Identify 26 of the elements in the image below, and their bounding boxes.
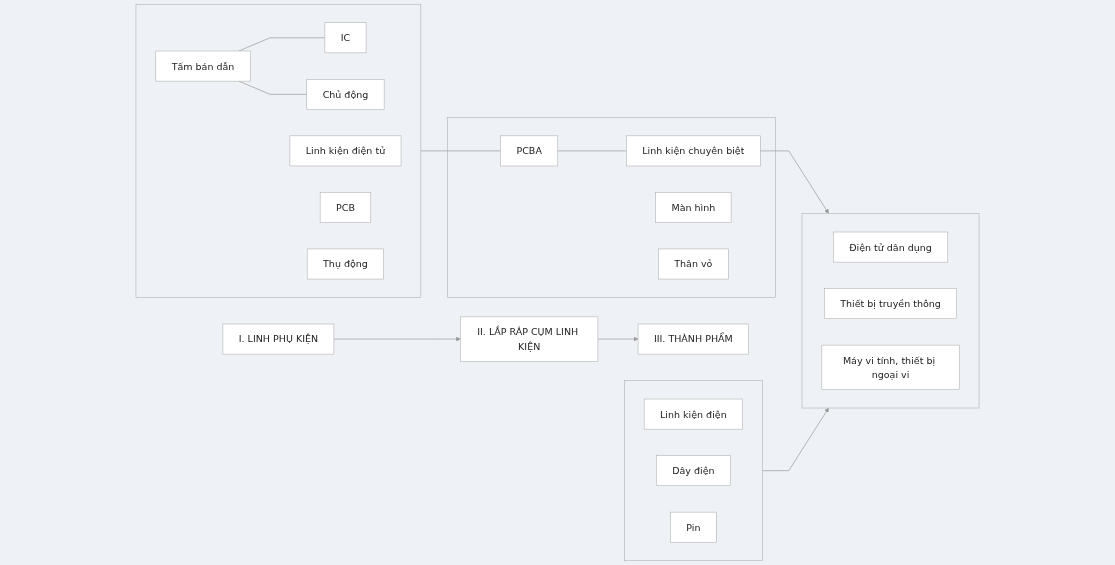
node-box: Pin [670,511,717,543]
node-box: PCBA [500,135,559,167]
node-box: Máy vi tính, thiết bị ngoại vi [821,344,960,390]
node-box: Thân vỏ [658,248,729,280]
node-box: Thiết bị truyền thông [824,288,957,319]
connector [557,150,627,152]
connector [238,37,326,52]
node-box: Màn hình [655,192,732,223]
node-box: IC [324,22,367,54]
node-box: PCB [319,192,372,223]
node-box: Dây điện [656,455,731,486]
cluster [801,213,980,409]
node-box: II. LẮP RÁP CỤM LINH KIỆN [460,316,599,362]
node-box: I. LINH PHỤ KIỆN [222,323,335,355]
connector [420,150,501,152]
node-box: Thụ động [306,248,384,280]
cluster [447,117,776,298]
node-box: Điện tử dân dụng [833,231,948,263]
cluster [624,380,763,562]
node-box: Linh kiện điện tử [289,135,402,167]
node-box: Linh kiện chuyên biệt [626,135,761,167]
node-box: Linh kiện điện [643,398,743,430]
cluster [135,3,422,298]
node-box: Tấm bán dẫn [155,50,251,82]
node-box: III. THÀNH PHẨM [637,323,749,355]
node-box: Chủ động [306,79,385,110]
